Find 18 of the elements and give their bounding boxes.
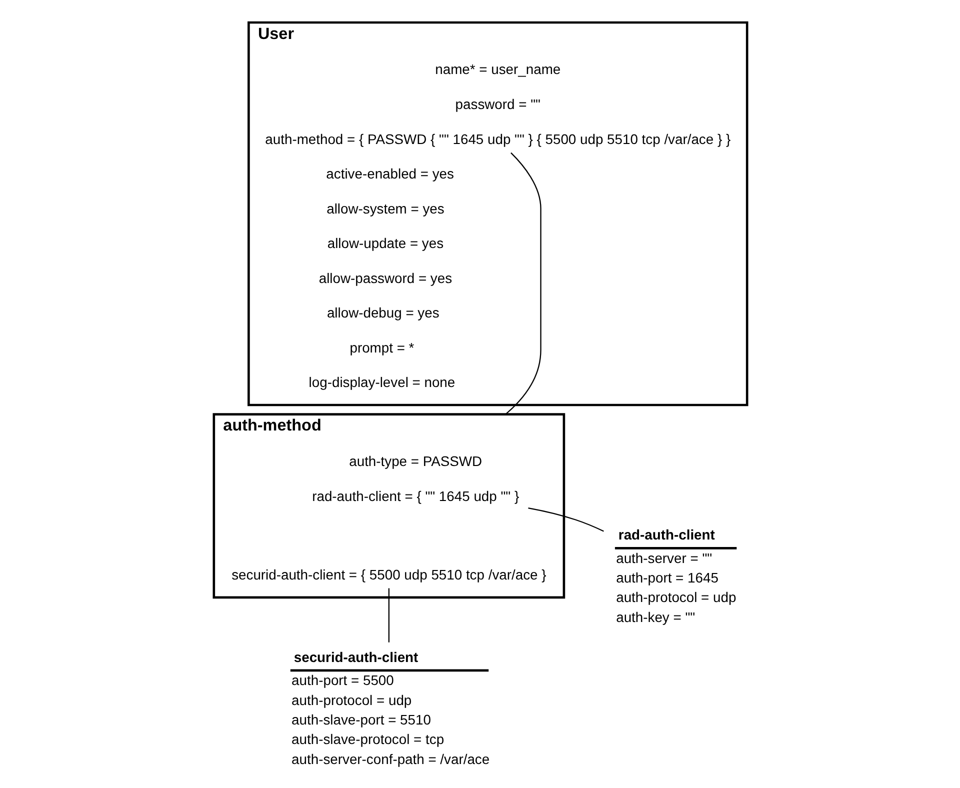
node-text: auth-type = PASSWD — [348, 452, 482, 469]
connector — [388, 588, 389, 642]
node-text: allow-system = yes — [326, 200, 444, 216]
node-text: allow-debug = yes — [326, 304, 439, 321]
node-text: active-enabled = yes — [326, 166, 454, 182]
node-text: auth-method = { PASSWD { "" 1645 udp "" } { 5500 udp 5510 tcp /var/ace } } — [264, 130, 730, 147]
node-text: rad-auth-client = { "" 1645 udp "" } — [312, 488, 519, 504]
node-text: allow-update = yes — [326, 235, 444, 252]
node-text: name* = user_name — [434, 61, 560, 78]
node-text: rad-auth-client auth-server = "" auth-port = 1645 auth-protocol = udp auth-key = "" — [616, 526, 736, 625]
node-text: allow-password = yes — [318, 270, 452, 286]
node-text: securid-auth-client = { 5500 udp 5510 tcp /var/ace } — [231, 566, 546, 583]
node-text: password = "" — [454, 96, 540, 112]
node-text: prompt = * — [349, 339, 414, 356]
node-text: log-display-level = none — [308, 374, 455, 390]
node-text: securid-auth-client auth-port = 5500 auth-protocol = udp auth-slave-port = 5510 auth-slave-protocol = tcp auth-server-conf-path = /var/ace — [291, 648, 490, 767]
connector — [528, 507, 604, 532]
connector — [504, 152, 541, 415]
